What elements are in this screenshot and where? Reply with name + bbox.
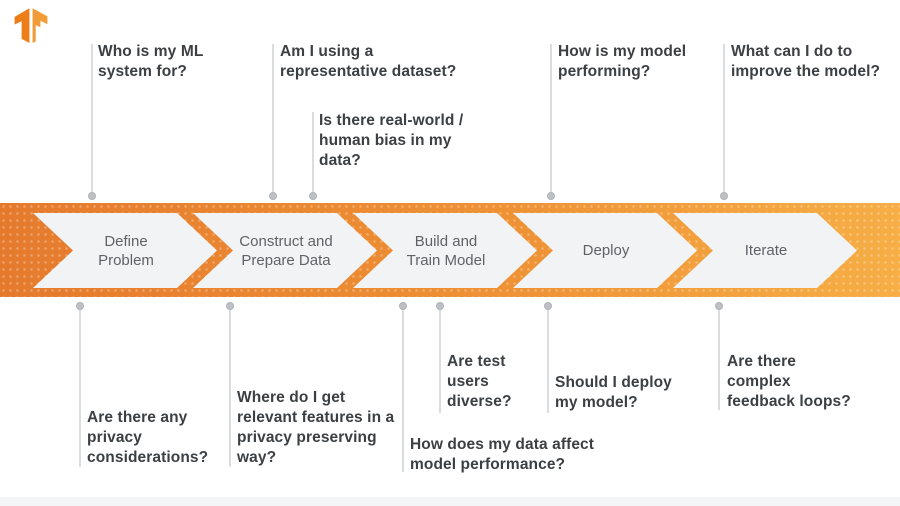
leader-line [402,310,404,472]
connector-dot [547,192,555,200]
stage-label: Deploy [582,242,630,259]
question-ml-system-for: Who is my ML system for? [98,43,204,80]
question-improve-model: What can I do to improve the model? [731,43,881,80]
connector-dot [226,302,234,310]
question-feedback-loops: Are there complex feedback loops? [727,353,851,410]
leader-line [79,310,81,467]
leader-line [272,44,274,192]
question-test-users-diverse: Are test users diverse? [447,353,512,410]
stage-label: Construct and Prepare Data [239,232,333,269]
connector-dot [720,192,728,200]
question-model-performing: How is my model performing? [558,43,687,80]
stage-label: Build and Train Model [406,232,486,269]
leader-line [550,44,552,192]
connector-dot [399,302,407,310]
leader-line [718,310,720,410]
connector-dot [436,302,444,310]
question-privacy-considerations: Are there any privacy considerations? [87,409,209,466]
question-should-deploy: Should I deploy my model? [555,374,672,411]
connector-dot [76,302,84,310]
connector-dot [544,302,552,310]
question-human-bias: Is there real-world / human bias in my d… [319,112,464,169]
tensorflow-logo [14,8,48,44]
question-privacy-preserving: Where do I get relevant features in a pr… [237,389,395,466]
leader-line [547,310,549,413]
stage-deploy: Deploy [513,213,697,288]
question-data-affect-performance: How does my data affect model performanc… [410,436,595,473]
stage-label: Define Problem [98,232,154,269]
leader-line [439,310,441,413]
leader-line [723,44,725,192]
connector-dot [715,302,723,310]
connector-dot [309,192,317,200]
stage-label: Iterate [744,242,788,259]
question-representative-dataset: Am I using a representative dataset? [280,43,457,80]
leader-line [312,112,314,192]
leader-line [91,44,93,192]
leader-line [229,310,231,467]
connector-dot [88,192,96,200]
footer-strip [0,497,900,506]
connector-dot [269,192,277,200]
